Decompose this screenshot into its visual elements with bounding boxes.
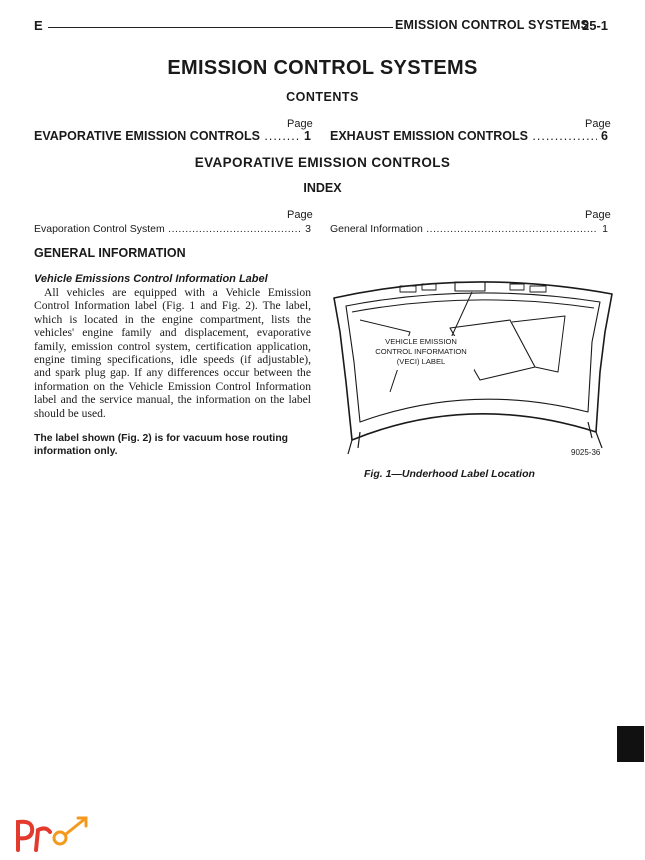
index-heading: INDEX: [303, 181, 342, 195]
header-section-title: EMISSION CONTROL SYSTEMS: [395, 18, 590, 32]
figure-caption: Fig. 1—Underhood Label Location: [364, 468, 535, 480]
index-leader-dots: ........................................…: [426, 223, 598, 235]
underhood-figure: VEHICLE EMISSION CONTROL INFORMATION (VE…: [333, 281, 613, 455]
contents-page-label-right: Page: [585, 118, 611, 130]
header-letter: E: [34, 18, 43, 33]
toc-entry-exhaust[interactable]: EXHAUST EMISSION CONTROLS ..............…: [330, 129, 608, 143]
vacuum-hose-note: The label shown (Fig. 2) is for vacuum h…: [34, 433, 289, 458]
toc-entry-title: EVAPORATIVE EMISSION CONTROLS: [34, 129, 260, 143]
toc-entry-page: 6: [601, 129, 608, 143]
toc-leader-dots: ........................................: [532, 129, 597, 143]
index-leader-dots: ........................................…: [168, 223, 302, 235]
veci-label-line2: CONTROL INFORMATION: [375, 347, 467, 356]
general-information-paragraph: All vehicles are equipped with a Vehicle…: [34, 286, 311, 420]
chapter-thumb-tab: [617, 726, 644, 762]
veci-label-line1: VEHICLE EMISSION: [385, 337, 457, 346]
index-page-label-left: Page: [287, 209, 313, 221]
index-entry-page: 1: [602, 223, 608, 235]
figure-code: 9025-36: [571, 448, 601, 457]
index-entry-title: Evaporation Control System: [34, 223, 165, 235]
contents-page-label-left: Page: [287, 118, 313, 130]
page-title: EMISSION CONTROL SYSTEMS: [167, 57, 478, 79]
pr-concept-logo: [16, 816, 88, 852]
veci-label-rect: [454, 281, 486, 292]
veci-label-subheading: Vehicle Emissions Control Information La…: [34, 273, 268, 285]
hood-inner-frame: [345, 292, 601, 423]
header-rule: [48, 27, 393, 28]
header-page-number: 25-1: [582, 18, 609, 33]
section-title: EVAPORATIVE EMISSION CONTROLS: [194, 155, 451, 170]
index-page-label-right: Page: [585, 209, 611, 221]
toc-leader-dots: ........................................: [264, 129, 301, 143]
index-entry-general-information[interactable]: General Information ....................…: [330, 223, 608, 235]
index-entry-page: 3: [305, 223, 311, 235]
veci-label-line3: (VECI) LABEL: [397, 357, 446, 366]
index-entry-title: General Information: [330, 223, 423, 235]
general-information-heading: GENERAL INFORMATION: [34, 246, 186, 260]
toc-entry-title: EXHAUST EMISSION CONTROLS: [330, 129, 528, 143]
toc-entry-page: 1: [304, 129, 311, 143]
toc-entry-evaporative[interactable]: EVAPORATIVE EMISSION CONTROLS ..........…: [34, 129, 311, 143]
index-entry-evaporation-control[interactable]: Evaporation Control System .............…: [34, 223, 311, 235]
contents-heading: CONTENTS: [286, 90, 359, 104]
